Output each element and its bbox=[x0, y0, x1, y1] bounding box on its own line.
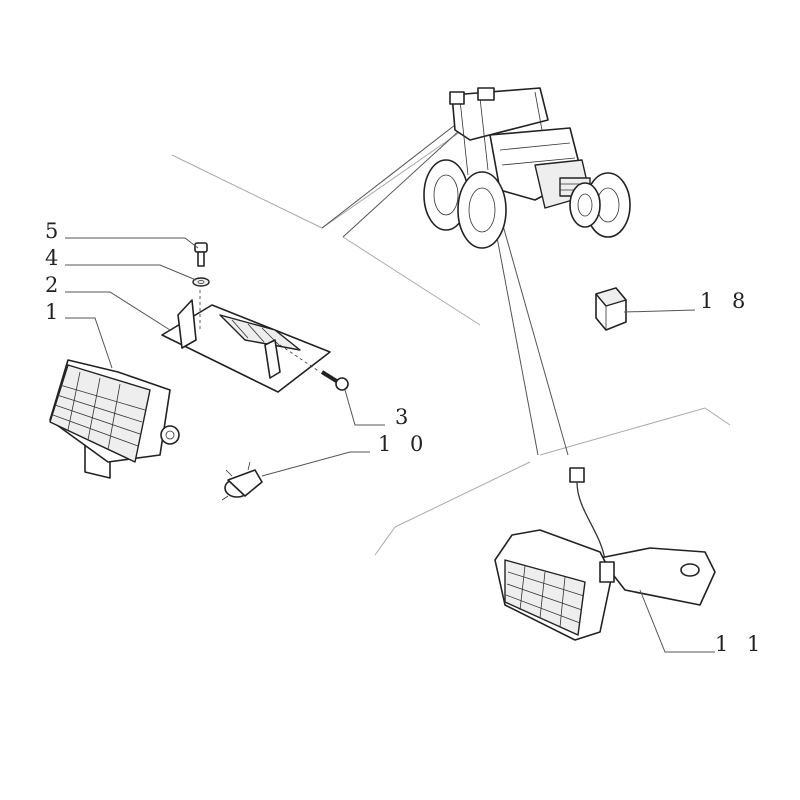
callout-2: 2 bbox=[45, 273, 64, 297]
callout-3: 3 bbox=[395, 405, 414, 429]
callout-4: 4 bbox=[45, 246, 64, 270]
callout-leaders bbox=[65, 237, 715, 653]
callout-11: 1 1 bbox=[715, 632, 766, 656]
part-10-bulb bbox=[221, 461, 263, 501]
part-2-bracket bbox=[161, 290, 331, 393]
part-4-washer bbox=[192, 277, 210, 287]
part-5-bolt bbox=[194, 242, 208, 267]
part-11-work-lamp bbox=[494, 467, 716, 641]
tractor-leaders bbox=[321, 124, 569, 456]
callout-1: 1 bbox=[45, 300, 64, 324]
callout-18: 1 8 bbox=[700, 289, 751, 313]
part-3-screw bbox=[320, 370, 349, 391]
callout-10: 1 0 bbox=[378, 432, 429, 456]
part-18-relay bbox=[595, 287, 627, 331]
part-1-work-lamp bbox=[49, 359, 180, 479]
tractor-illustration bbox=[423, 87, 631, 249]
callout-5: 5 bbox=[45, 219, 64, 243]
